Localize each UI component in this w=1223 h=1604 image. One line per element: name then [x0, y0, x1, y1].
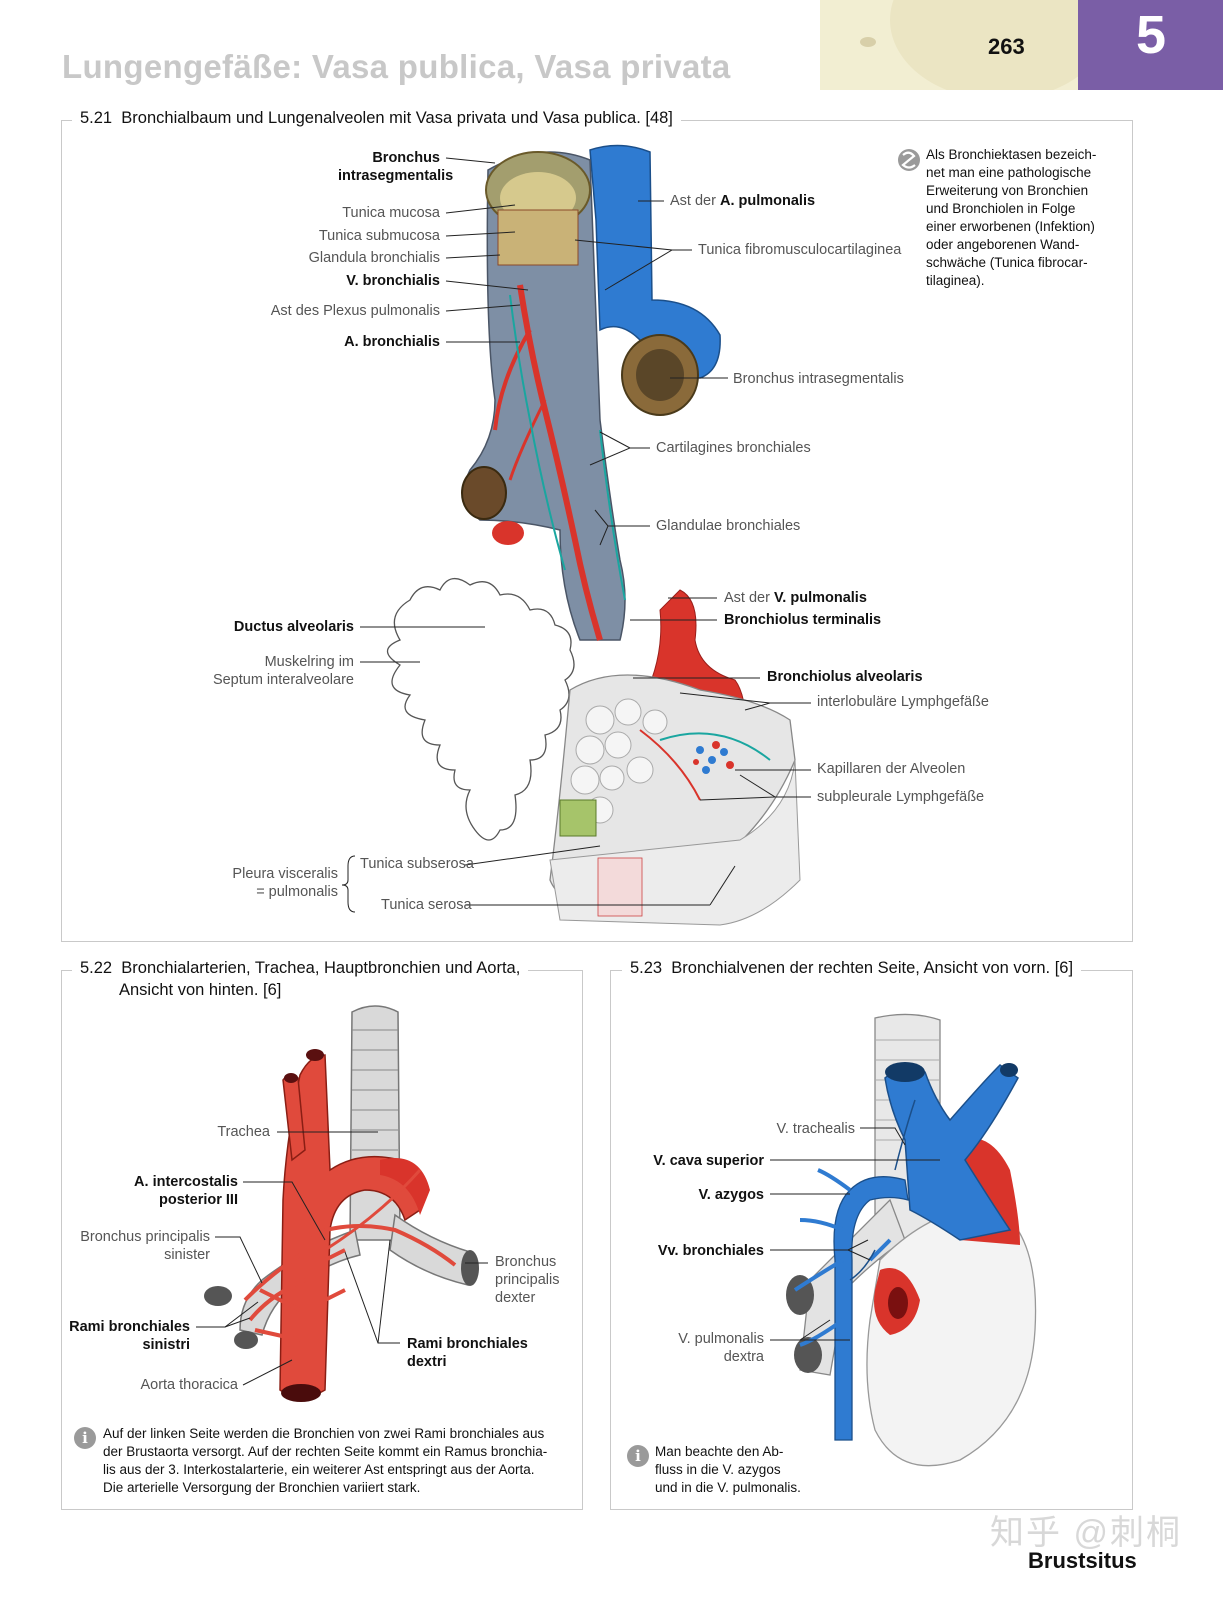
label-v-azygos: V. azygos	[698, 1187, 764, 1203]
caption-text: Bronchialbaum und Lungenalveolen mit Vas…	[121, 109, 673, 127]
info-icon: i	[627, 1445, 649, 1467]
label-a-bronchialis: A. bronchialis	[344, 334, 440, 350]
info-icon: i	[74, 1427, 96, 1449]
chapter-number: 5	[1136, 5, 1167, 65]
label-bronchus-principalis-sinister: Bronchus principalis sinister	[80, 1229, 210, 1263]
label-trachea: Trachea	[217, 1124, 270, 1140]
label-bronchus-intrasegmentalis-right: Bronchus intrasegmentalis	[733, 371, 904, 387]
label-ast-a-pulmonalis: Ast der A. pulmonalis	[670, 193, 816, 209]
bronchial-veins-illustration	[786, 1013, 1037, 1467]
figure-5-23-caption: 5.23 Bronchialvenen der rechten Seite, A…	[622, 959, 1082, 978]
label-vv-bronchiales: Vv. bronchiales	[657, 1243, 764, 1259]
label-v-bronchialis: V. bronchialis	[346, 273, 440, 289]
label-subpleurale-lymphgefaesse: subpleurale Lymphgefäße	[817, 789, 985, 805]
bronchial-tree-illustration	[386, 144, 801, 926]
page-title: Lungengefäße: Vasa publica, Vasa privata	[62, 48, 731, 85]
label-tunica-submucosa: Tunica submucosa	[318, 228, 440, 244]
figure-5-21-caption: 5.21 Bronchialbaum und Lungenalveolen mi…	[72, 109, 681, 128]
label-bronchiolus-alveolaris: Bronchiolus alveolaris	[767, 669, 923, 685]
label-a-intercostalis: A. intercostalis posterior III	[134, 1174, 238, 1208]
label-tunica-fibromusculocartilaginea: Tunica fibromusculocartilaginea	[698, 242, 902, 258]
leader-lines-right	[574, 200, 811, 801]
label-plexus-pulmonalis: Ast des Plexus pulmonalis	[270, 303, 440, 319]
figure-5-22-caption-line2: Ansicht von hinten. [6]	[119, 981, 282, 999]
label-cartilagines-bronchiales: Cartilagines bronchiales	[656, 440, 811, 456]
fig523-leader-lines	[770, 1127, 940, 1341]
chapter-thumbnail-image	[820, 0, 1078, 90]
figure-5-22-caption: 5.22 Bronchialarterien, Trachea, Hauptbr…	[72, 959, 529, 978]
chapter-tab: 5	[1078, 0, 1223, 90]
label-ast-v-pulmonalis: Ast der V. pulmonalis	[724, 590, 867, 606]
figure-number: 5.23	[630, 959, 663, 977]
caption-text: Bronchialarterien, Trachea, Hauptbronchi…	[121, 959, 521, 977]
label-rami-bronchiales-sinistri: Rami bronchiales sinistri	[69, 1319, 190, 1353]
page-number: 263	[988, 34, 1025, 59]
label-bronchus-principalis-dexter: Bronchus principalis dexter	[495, 1254, 560, 1306]
label-interlobulaere-lymphgefaesse: interlobuläre Lymphgefäße	[817, 694, 989, 710]
fig522-leader-lines	[196, 1131, 488, 1386]
label-bronchiolus-terminalis: Bronchiolus terminalis	[724, 612, 882, 628]
label-ductus-alveolaris: Ductus alveolaris	[233, 619, 354, 635]
label-v-trachealis: V. trachealis	[776, 1121, 855, 1137]
label-glandula-bronchialis: Glandula bronchialis	[308, 250, 440, 266]
caption-text: Bronchialvenen der rechten Seite, Ansich…	[671, 959, 1074, 977]
section-footer: Brustsitus	[1028, 1548, 1137, 1573]
info-text-fig523: Man beachte den Ab- fluss in die V. azyg…	[655, 1444, 801, 1495]
info-text-fig522: Auf der linken Seite werden die Bronchie…	[103, 1426, 548, 1495]
label-v-cava-superior: V. cava superior	[653, 1153, 764, 1169]
label-kapillaren-alveolen: Kapillaren der Alveolen	[817, 761, 966, 777]
label-glandulae-bronchiales: Glandulae bronchiales	[656, 518, 801, 534]
label-bronchus-intrasegmentalis: Bronchus intrasegmentalis	[338, 150, 454, 184]
label-rami-bronchiales-dextri: Rami bronchiales dextri	[407, 1336, 528, 1370]
leader-lines-left	[341, 157, 736, 913]
label-tunica-mucosa: Tunica mucosa	[342, 205, 440, 221]
label-tunica-serosa: Tunica serosa	[381, 897, 472, 913]
clinical-note-bronchiektasen: Als Bronchiektasen bezeich- net man eine…	[926, 147, 1097, 288]
label-tunica-subserosa: Tunica subserosa	[360, 856, 474, 872]
bronchial-arteries-illustration	[204, 1005, 479, 1402]
label-muskelring: Muskelring im Septum interalveolare	[212, 654, 354, 688]
figure-number: 5.22	[80, 959, 113, 977]
figure-number: 5.21	[80, 109, 113, 127]
label-aorta-thoracica: Aorta thoracica	[140, 1377, 238, 1393]
clinical-note-icon	[898, 149, 920, 171]
watermark: 知乎 @刺桐	[990, 1514, 1182, 1552]
label-v-pulmonalis-dextra: V. pulmonalis dextra	[678, 1331, 764, 1365]
label-pleura-visceralis: Pleura visceralis = pulmonalis	[232, 866, 338, 900]
